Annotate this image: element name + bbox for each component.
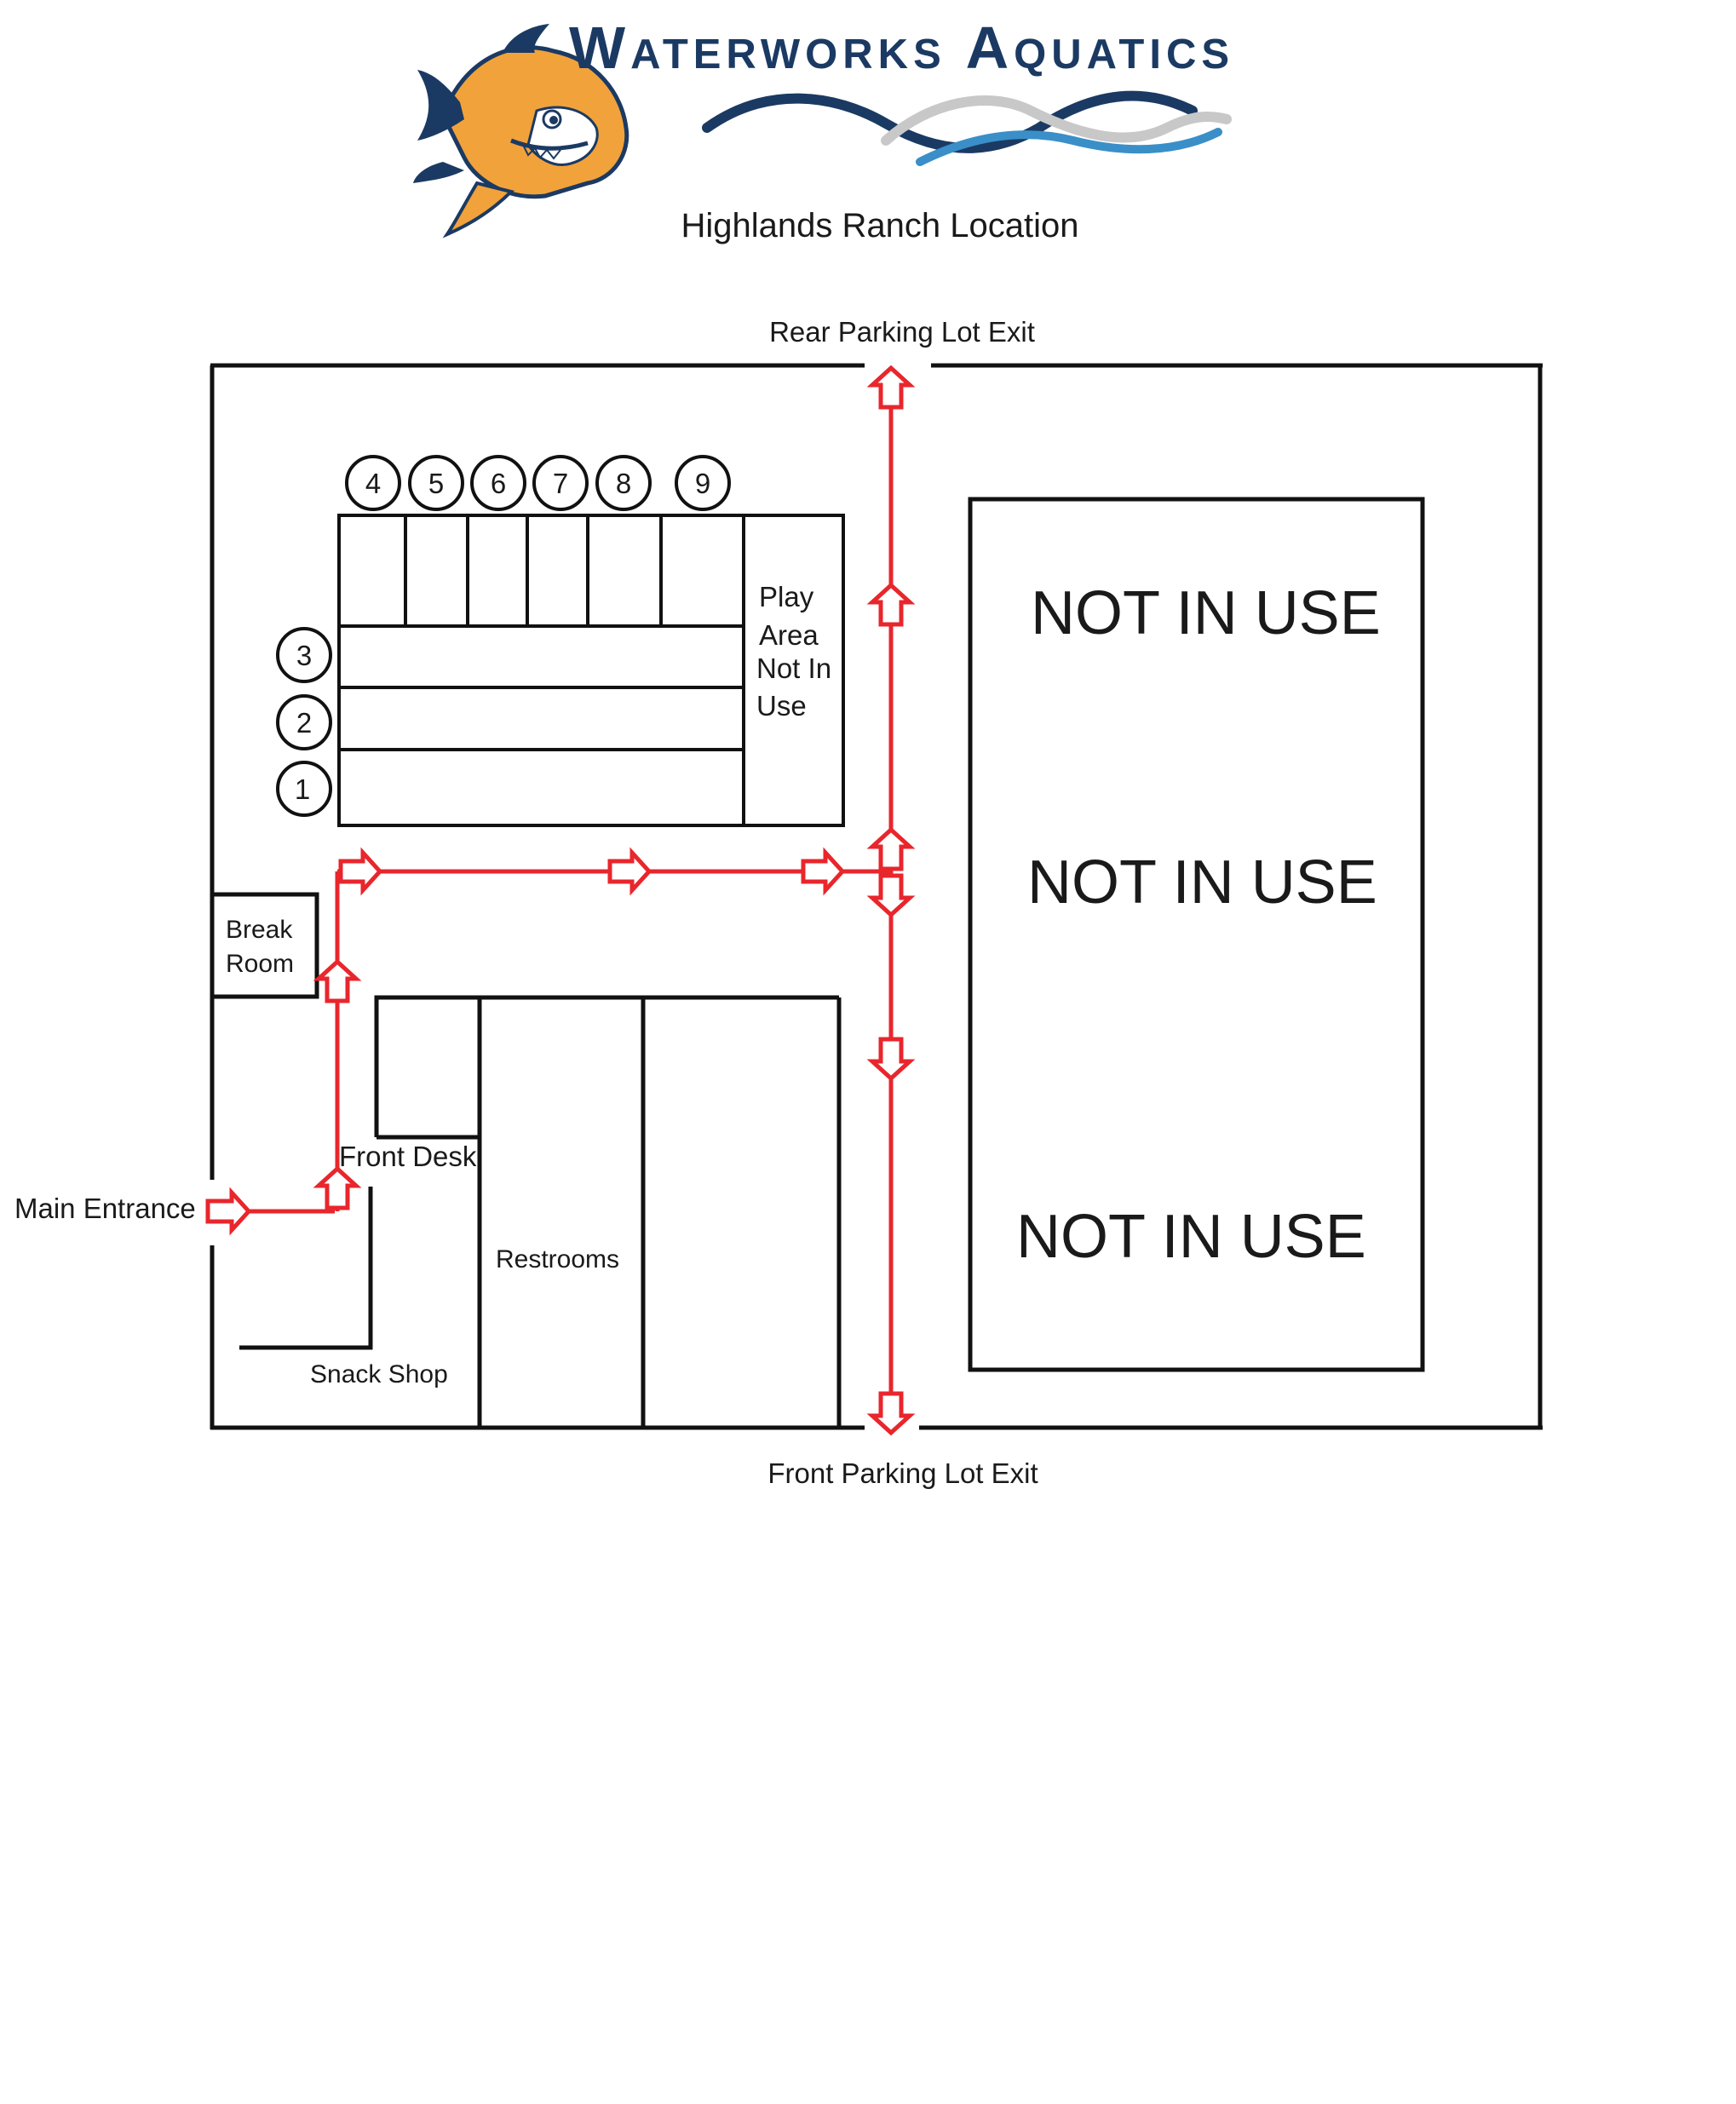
lane-number: 6 xyxy=(491,468,506,499)
building-outline xyxy=(210,363,1543,1430)
room-walls xyxy=(210,892,842,1428)
lane-marker: 9 xyxy=(675,455,731,511)
arrow-right-icon xyxy=(801,847,846,896)
play-area-text: Use xyxy=(756,690,807,721)
lane-number: 5 xyxy=(428,468,444,499)
lane-marker: 5 xyxy=(408,455,464,511)
arrow-right-icon xyxy=(607,847,652,896)
front-exit-label: Front Parking Lot Exit xyxy=(767,1457,1038,1489)
arrow-up-icon xyxy=(866,582,916,627)
break-room-label: Break Room xyxy=(226,916,294,978)
snack-shop-label: Snack Shop xyxy=(310,1360,448,1388)
brand-wave-icon xyxy=(702,90,1232,166)
lane-number: 1 xyxy=(295,773,310,805)
lane-number: 8 xyxy=(616,468,631,499)
lane-marker: 3 xyxy=(276,627,332,683)
lane-marker: 8 xyxy=(595,455,652,511)
lane-number: 3 xyxy=(296,640,312,671)
lane-number: 2 xyxy=(296,707,312,739)
not-in-use-label: NOT IN USE xyxy=(1016,1203,1366,1271)
arrow-right-icon xyxy=(338,847,383,896)
lap-pool xyxy=(337,514,845,827)
play-area-text: Area xyxy=(759,619,819,651)
break-room-text: Break xyxy=(226,916,293,944)
front-desk-label: Front Desk xyxy=(339,1141,477,1172)
lane-markers-top: 4 5 6 7 8 9 xyxy=(345,455,731,511)
lane-marker: 4 xyxy=(345,455,401,511)
lane-number: 7 xyxy=(553,468,568,499)
lane-number: 4 xyxy=(365,468,381,499)
arrow-up-icon xyxy=(313,1165,362,1210)
arrow-down-icon xyxy=(866,873,916,918)
play-area-label: Play Area Not In Use xyxy=(756,581,831,721)
arrow-down-icon xyxy=(866,1391,916,1436)
rear-exit-label: Rear Parking Lot Exit xyxy=(769,316,1035,348)
lane-marker: 2 xyxy=(276,694,332,750)
closed-pool-area xyxy=(968,497,1425,1372)
arrow-up-icon xyxy=(866,365,916,410)
not-in-use-label: NOT IN USE xyxy=(1031,579,1381,647)
play-area-text: Play xyxy=(759,581,814,612)
lane-markers-side: 3 2 1 xyxy=(276,627,332,817)
lane-number: 9 xyxy=(695,468,710,499)
not-in-use-label: NOT IN USE xyxy=(1027,848,1377,917)
arrow-down-icon xyxy=(866,1037,916,1082)
arrow-up-icon xyxy=(866,826,916,871)
restrooms-label: Restrooms xyxy=(496,1245,619,1273)
lane-marker: 1 xyxy=(276,761,332,817)
lane-marker: 7 xyxy=(532,455,589,511)
main-entrance-label: Main Entrance xyxy=(14,1193,196,1224)
arrow-right-icon xyxy=(205,1187,252,1236)
arrow-up-icon xyxy=(313,958,362,1003)
brand-name: Waterworks Aquatics xyxy=(569,14,1234,81)
lane-marker: 6 xyxy=(470,455,526,511)
shark-mascot-logo xyxy=(413,24,629,239)
location-title: Highlands Ranch Location xyxy=(681,207,1079,244)
route-arrows xyxy=(205,365,916,1436)
play-area-text: Not In xyxy=(756,652,831,684)
break-room-text: Room xyxy=(226,950,294,978)
